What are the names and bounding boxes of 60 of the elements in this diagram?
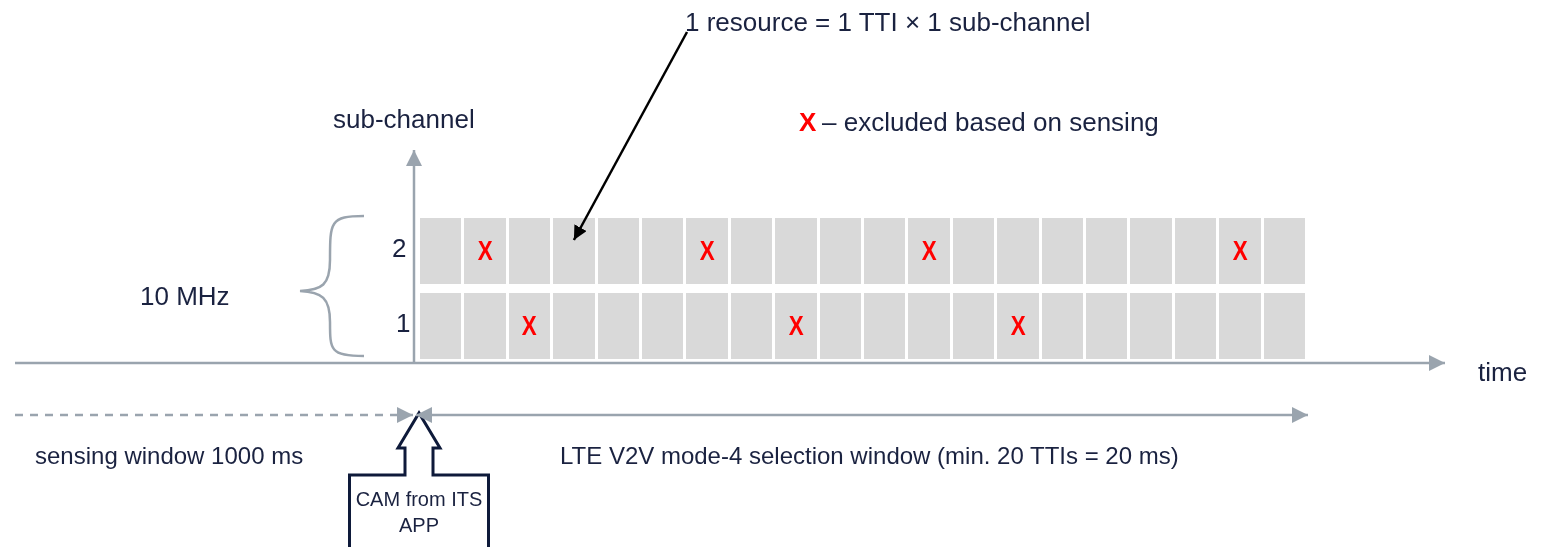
excluded-mark: X bbox=[1010, 310, 1026, 342]
resource-cell bbox=[642, 218, 684, 284]
resource-cell bbox=[508, 218, 551, 284]
row-label: 1 bbox=[396, 309, 411, 338]
resource-cell bbox=[819, 293, 861, 359]
window-label: sensing window 1000 ms bbox=[35, 443, 304, 470]
annotation-text: 1 resource = 1 TTI × 1 sub-channel bbox=[685, 8, 1091, 37]
resource-cell bbox=[1130, 218, 1172, 284]
excluded-mark: X bbox=[921, 235, 937, 267]
arrow-callout-box bbox=[348, 410, 490, 547]
resource-cell bbox=[420, 218, 462, 284]
resource-cell bbox=[952, 293, 995, 359]
excluded-mark: X bbox=[1232, 235, 1248, 267]
resource-cell bbox=[864, 293, 906, 359]
excluded-mark: X bbox=[477, 235, 493, 267]
resource-cell bbox=[1086, 218, 1128, 284]
axis-label: time bbox=[1478, 358, 1528, 387]
resource-cell bbox=[908, 293, 950, 359]
resource-cell bbox=[553, 293, 595, 359]
resource-cell bbox=[1041, 293, 1083, 359]
resource-cell bbox=[508, 293, 551, 359]
resource-cell bbox=[864, 218, 906, 284]
resource-cell bbox=[997, 293, 1039, 359]
resource-cell bbox=[597, 293, 639, 359]
excluded-mark: X bbox=[699, 235, 715, 267]
excluded-mark: X bbox=[788, 310, 804, 342]
resource-cell bbox=[1174, 293, 1217, 359]
callout-text: CAM from ITS APP bbox=[354, 487, 484, 538]
resource-cell bbox=[1263, 293, 1305, 359]
resource-cell bbox=[642, 293, 684, 359]
window-label: LTE V2V mode-4 selection window (min. 20 TTIs = 20 ms) bbox=[560, 443, 1179, 470]
resource-cell bbox=[1219, 218, 1261, 284]
resource-cell bbox=[464, 293, 506, 359]
resource-cell bbox=[819, 218, 861, 284]
resource-cell bbox=[686, 218, 728, 284]
resource-cell bbox=[597, 218, 639, 284]
resource-cell bbox=[1130, 293, 1172, 359]
resource-cell bbox=[1219, 293, 1261, 359]
legend-text: – excluded based on sensing bbox=[822, 108, 1159, 137]
resource-cell bbox=[686, 293, 728, 359]
resource-cell bbox=[1263, 218, 1305, 284]
row-label: 2 bbox=[392, 234, 407, 263]
legend-mark: X bbox=[799, 108, 817, 137]
resource-cell bbox=[775, 293, 817, 359]
resource-cell bbox=[730, 293, 773, 359]
leader-line bbox=[572, 31, 689, 241]
resource-cell bbox=[1041, 218, 1083, 284]
resource-cell bbox=[775, 218, 817, 284]
resource-cell bbox=[1174, 218, 1217, 284]
resource-cell bbox=[420, 293, 462, 359]
resource-cell bbox=[908, 218, 950, 284]
resource-cell bbox=[997, 218, 1039, 284]
resource-cell bbox=[952, 218, 995, 284]
resource-cell bbox=[464, 218, 506, 284]
axis-label: sub-channel bbox=[333, 105, 475, 134]
resource-cell bbox=[1086, 293, 1128, 359]
resource-cell bbox=[730, 218, 773, 284]
bandwidth-label: 10 MHz bbox=[140, 282, 230, 311]
excluded-mark: X bbox=[522, 310, 537, 342]
resource-cell bbox=[553, 218, 595, 284]
